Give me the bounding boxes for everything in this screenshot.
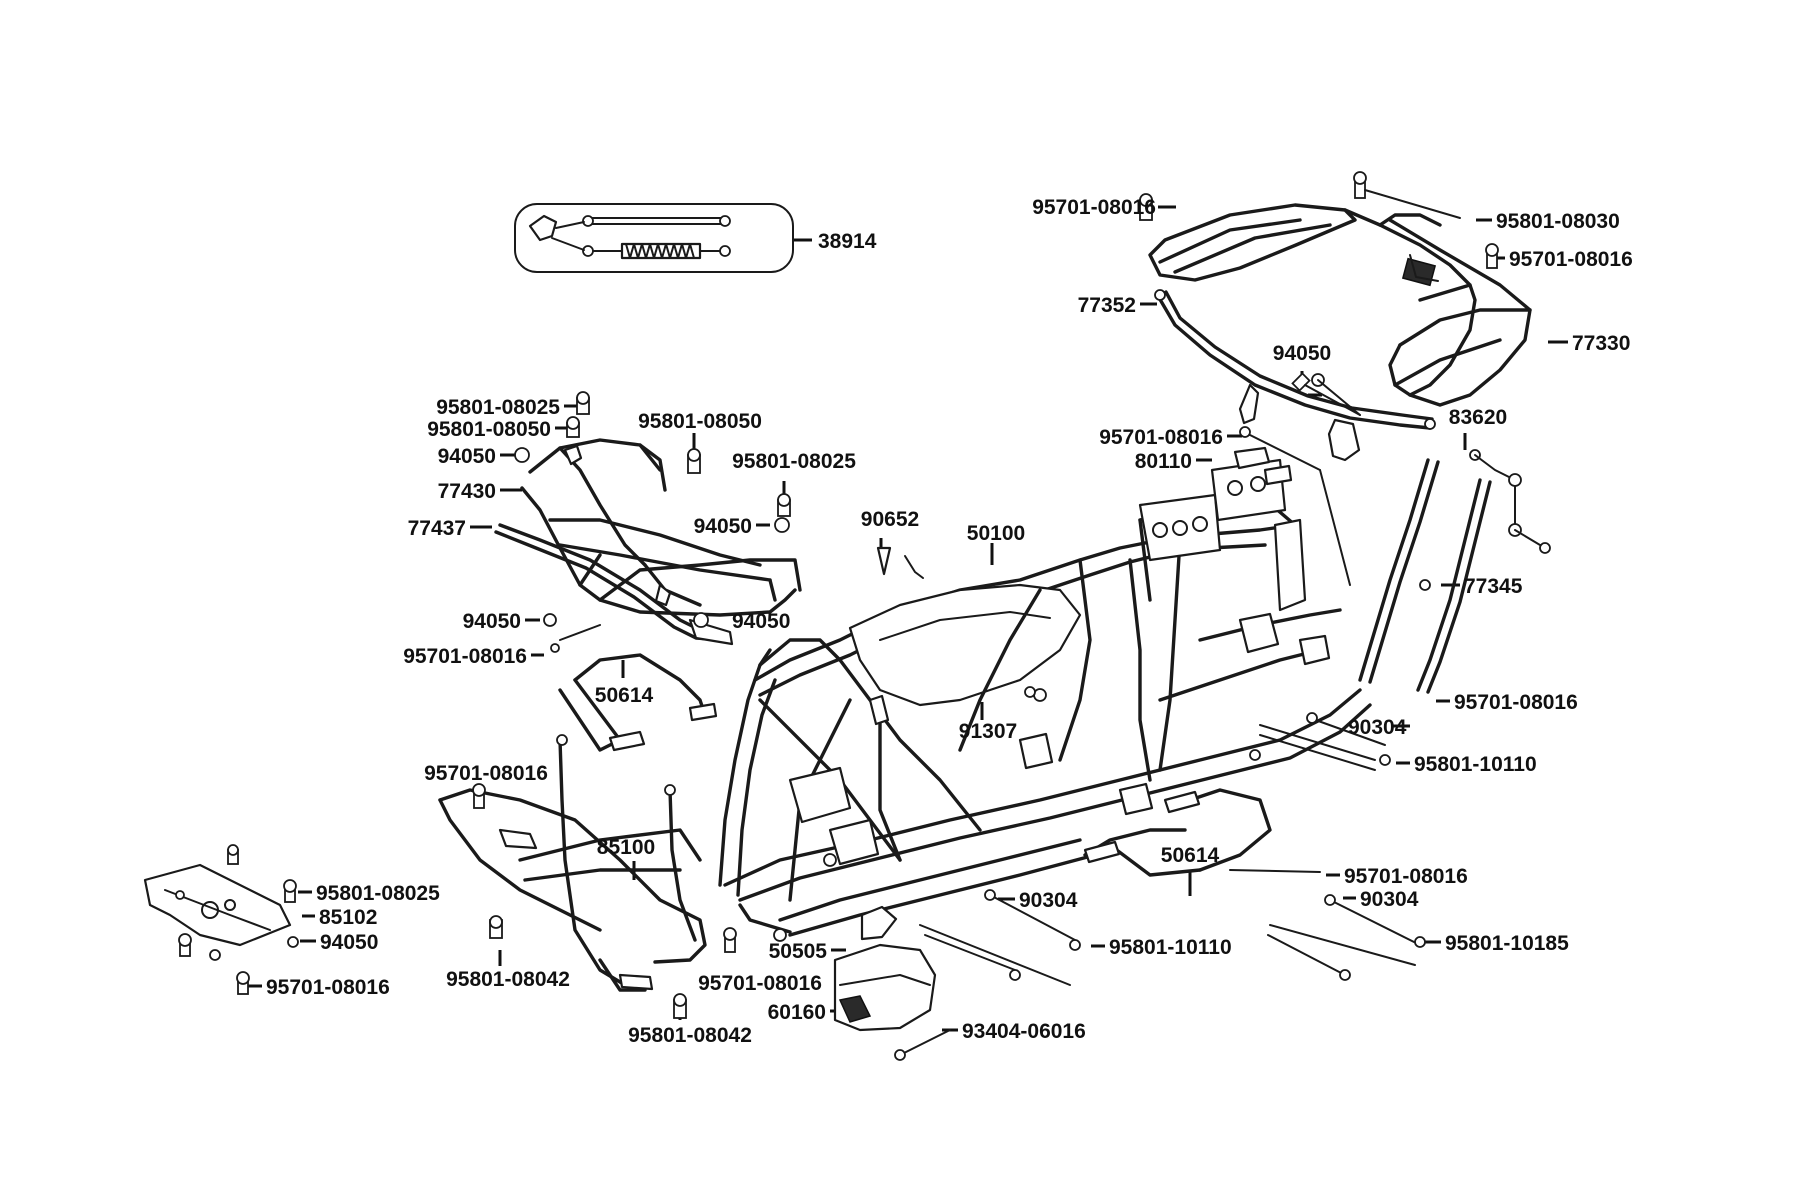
callout-label: 90652 <box>861 508 919 531</box>
callout-label: 94050 <box>694 515 752 538</box>
callout-label: 50505 <box>769 940 828 963</box>
callout-label: 77330 <box>1572 332 1630 355</box>
cover-60160 <box>833 943 937 1032</box>
callout-label: 83620 <box>1449 406 1507 429</box>
callout-label: 95801-10185 <box>1445 932 1569 955</box>
callout-label: 95801-08042 <box>446 968 570 991</box>
callout-label: 90304 <box>1019 889 1078 912</box>
callout-labels: 38914 95701-08016 95801-08030 95701-0801… <box>266 196 1633 1047</box>
callout-label: 50614 <box>595 684 654 707</box>
callout-label: 95801-08025 <box>732 450 856 473</box>
callout-label: 94050 <box>732 610 790 633</box>
callout-label: 95801-08025 <box>436 396 560 419</box>
callout-label: 95701-08016 <box>266 976 390 999</box>
rods-77345 <box>1358 458 1492 694</box>
callout-label: 93404-06016 <box>962 1020 1086 1043</box>
rear-rack-77330 <box>1148 203 1532 407</box>
callout-label: 77437 <box>408 517 466 540</box>
callout-label: 95701-08016 <box>1032 196 1156 219</box>
callout-label: 95801-10110 <box>1109 936 1232 959</box>
front-bumper-85100 <box>438 734 707 992</box>
callout-label: 95701-08016 <box>1509 248 1633 271</box>
linkage-83620 <box>1469 449 1551 554</box>
callout-label: 77430 <box>438 480 496 503</box>
footrest-bracket-50614-right <box>1083 788 1272 877</box>
callout-label: 50100 <box>967 522 1025 545</box>
bracket-50505 <box>860 905 898 941</box>
grommet-91307 <box>1033 688 1047 702</box>
callout-label: 95801-08030 <box>1496 210 1620 233</box>
callout-label: 77352 <box>1078 294 1136 317</box>
bumper-plate-85102 <box>143 863 292 947</box>
callout-label: 95801-08050 <box>427 418 551 441</box>
callout-label: 95801-08025 <box>316 882 440 905</box>
seat-catch-80110 <box>1233 446 1293 486</box>
callout-label: 95701-08016 <box>1344 865 1468 888</box>
callout-label: 50614 <box>1161 844 1220 867</box>
callout-label: 60160 <box>768 1001 826 1024</box>
callout-label: 95701-08016 <box>1454 691 1578 714</box>
callout-label: 95701-08016 <box>403 645 527 668</box>
long-bolts <box>919 712 1426 986</box>
callout-label: 91307 <box>959 720 1017 743</box>
footrest-bracket-50614-left <box>558 653 718 752</box>
callout-label: 94050 <box>320 931 378 954</box>
cable-assembly-38914 <box>514 203 794 273</box>
main-frame-50100 <box>718 458 1372 942</box>
callout-label: 90304 <box>1348 716 1407 739</box>
callout-label: 90304 <box>1360 888 1419 911</box>
callout-label: 95701-08016 <box>1099 426 1223 449</box>
callout-label: 94050 <box>438 445 496 468</box>
callout-label: 85102 <box>319 906 377 929</box>
callout-label: 85100 <box>597 836 655 859</box>
clip-90652 <box>876 546 924 579</box>
rear-rack-bracket-77352 <box>1154 289 1436 462</box>
callout-label: 38914 <box>818 230 877 253</box>
callout-label: 95801-10110 <box>1414 753 1537 776</box>
callout-label: 95801-08042 <box>628 1024 752 1047</box>
callout-label: 95801-08050 <box>638 410 762 433</box>
callout-label: 94050 <box>463 610 521 633</box>
fasteners <box>178 171 1499 1061</box>
callout-label: 95701-08016 <box>698 972 822 995</box>
callout-label: 77345 <box>1464 575 1523 598</box>
callout-label: 95701-08016 <box>424 762 548 785</box>
callout-label: 94050 <box>1273 342 1331 365</box>
callout-label: 80110 <box>1135 450 1192 473</box>
